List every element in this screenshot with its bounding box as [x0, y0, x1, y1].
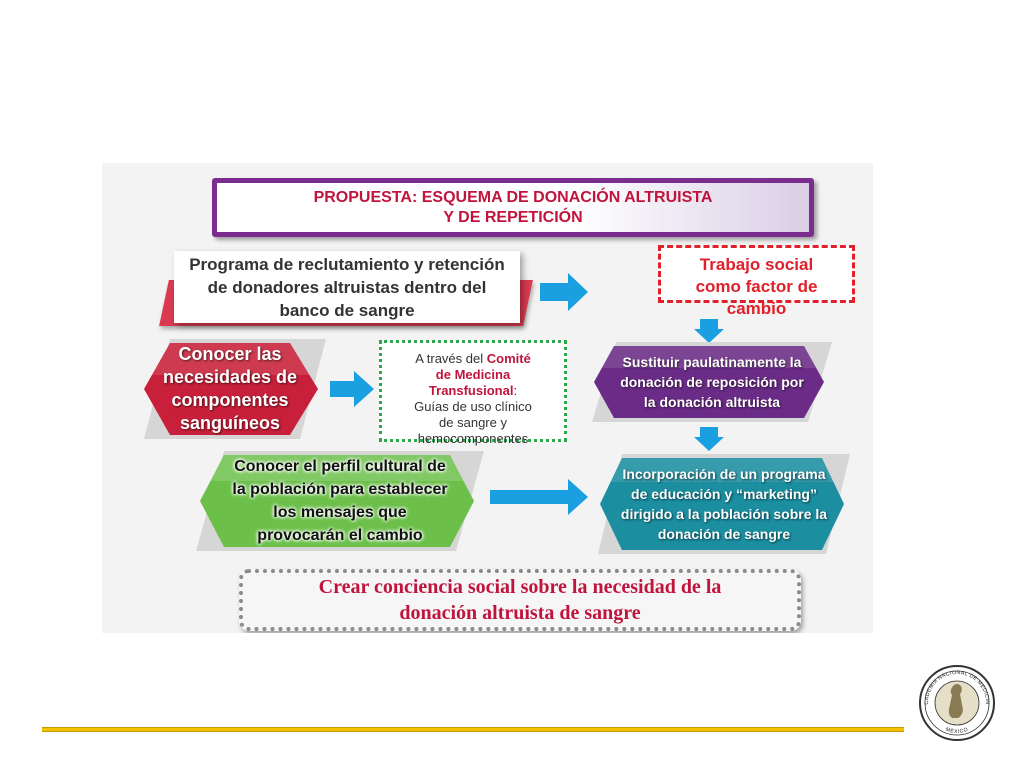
title-line-2: Y DE REPETICIÓN — [443, 208, 583, 226]
arrow-right-icon — [490, 479, 588, 515]
incorporacion-line-2: de educación y “marketing” — [631, 486, 817, 502]
comite-line-6: hemocomponentes — [417, 431, 529, 446]
comite-line-5: de sangre y — [439, 415, 507, 430]
banner-line-2: donación altruista de sangre — [399, 602, 641, 624]
trabajo-line-3: cambio — [726, 299, 787, 318]
perfil-hexagon: Conocer el perfil cultural de la poblaci… — [194, 449, 486, 553]
perfil-line-4: provocarán el cambio — [257, 527, 423, 544]
comite-red-2: de Medicina — [435, 367, 511, 382]
incorporacion-hexagon: Incorporación de un programa de educació… — [596, 452, 852, 556]
footer-line — [42, 727, 904, 732]
arrow-right-icon — [330, 371, 374, 407]
comite-line-4: Guías de uso clínico — [414, 399, 532, 414]
necesidades-line-4: sanguíneos — [179, 413, 281, 433]
program-card: Programa de reclutamiento y retención de… — [174, 251, 520, 323]
perfil-line-3: los mensajes que — [273, 504, 407, 521]
trabajo-social-box: Trabajo social como factor de cambio — [658, 245, 855, 318]
arrow-down-icon — [694, 319, 724, 343]
banner-line-1: Crear conciencia social sobre la necesid… — [318, 576, 722, 598]
incorporacion-line-1: Incorporación de un programa — [622, 466, 826, 482]
sustituir-line-2: donación de reposición por — [620, 374, 804, 390]
necesidades-line-1: Conocer las — [178, 344, 282, 364]
program-line-1: Programa de reclutamiento y retención — [189, 254, 505, 274]
trabajo-line-1: Trabajo social — [699, 255, 814, 274]
comite-red-3: Transfusional — [428, 383, 514, 398]
perfil-line-1: Conocer el perfil cultural de — [234, 458, 446, 475]
arrow-down-icon — [694, 427, 724, 451]
program-line-3: banco de sangre — [279, 300, 415, 320]
sustituir-line-1: Sustituir paulatinamente la — [622, 354, 802, 370]
sustituir-line-3: la donación altruista — [643, 394, 781, 410]
necesidades-hexagon: Conocer las necesidades de componentes s… — [140, 335, 330, 443]
trabajo-line-2: como factor de — [695, 277, 818, 296]
comite-pre: A través del — [415, 351, 487, 366]
incorporacion-line-4: donación de sangre — [657, 526, 791, 542]
program-line-2: de donadores altruistas dentro del — [207, 277, 487, 297]
conclusion-banner: Crear conciencia social sobre la necesid… — [239, 569, 801, 631]
perfil-line-2: la población para establecer — [232, 481, 448, 498]
sustituir-hexagon: Sustituir paulatinamente la donación de … — [590, 340, 834, 424]
necesidades-line-3: componentes — [171, 390, 289, 410]
academia-logo: ACADEMIA NACIONAL DE MEDICINA MÉXICO — [918, 664, 995, 741]
comite-box: A través del Comité de Medicina Transfus… — [379, 340, 567, 446]
logo-bottom-text: MÉXICO — [945, 727, 969, 736]
diagram-panel: PROPUESTA: ESQUEMA DE DONACIÓN ALTRUISTA… — [102, 163, 873, 633]
title-box: PROPUESTA: ESQUEMA DE DONACIÓN ALTRUISTA… — [212, 178, 814, 237]
necesidades-line-2: necesidades de — [162, 367, 298, 387]
arrow-right-icon — [540, 273, 588, 311]
comite-colon: : — [513, 383, 518, 398]
svg-text:MÉXICO: MÉXICO — [945, 727, 970, 736]
incorporacion-line-3: dirigido a la población sobre la — [620, 506, 828, 522]
title-line-1: PROPUESTA: ESQUEMA DE DONACIÓN ALTRUISTA — [313, 188, 713, 206]
comite-red-1: Comité — [486, 351, 531, 366]
